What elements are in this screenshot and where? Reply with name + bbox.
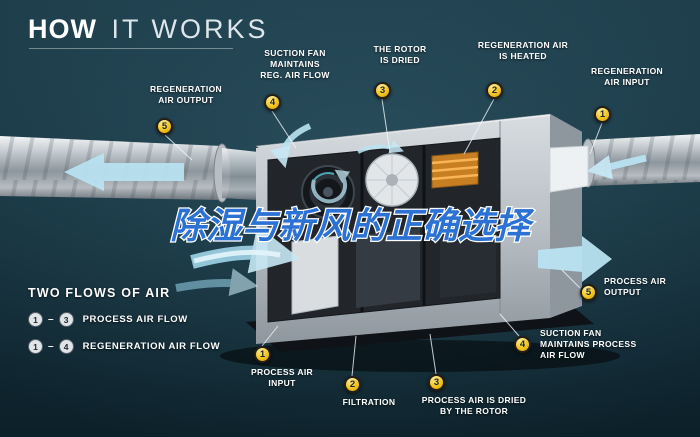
callout-process-air-input: 1 PROCESS AIR INPUT [242, 346, 322, 389]
callout-label: THE ROTOR IS DRIED [373, 44, 427, 66]
step-badge-2: 2 [344, 376, 361, 393]
legend-badge-from: 1 [28, 312, 43, 327]
legend-badge-from: 1 [28, 339, 43, 354]
step-badge-1: 1 [594, 106, 611, 123]
callout-regeneration-air-output: REGENERATION AIR OUTPUT 5 [130, 84, 242, 135]
leader-lines [164, 98, 603, 377]
step-badge-3: 3 [428, 374, 445, 391]
callout-suction-fan-process: 4 SUCTION FAN MAINTAINS PROCESS AIR FLOW [506, 328, 646, 361]
callout-filtration: 2 FILTRATION [330, 376, 408, 408]
reg-flow-entry-arrow [270, 123, 312, 169]
leader-line [463, 98, 495, 155]
leader-line [351, 335, 357, 377]
callout-label: REGENERATION AIR INPUT [590, 66, 664, 88]
process-input-arrow-highlight [193, 249, 281, 264]
leader-line [561, 269, 581, 289]
leader-line [381, 98, 391, 153]
callout-label: SUCTION FAN MAINTAINS REG. AIR FLOW [260, 48, 330, 81]
rotor-flow-arrow [357, 140, 404, 154]
process-output-arrow [538, 236, 612, 282]
callout-process-air-dried: 3 PROCESS AIR IS DRIED BY THE ROTOR [404, 374, 544, 417]
callout-label: FILTRATION [342, 397, 396, 407]
page-title: HOW IT WORKS [28, 14, 269, 45]
callout-regeneration-air-input: REGENERATION AIR INPUT 1 [582, 66, 672, 123]
callout-process-air-output: 5 PROCESS AIR OUTPUT [574, 276, 694, 301]
legend-range-dash: – [48, 341, 54, 352]
air-inlet-connector [549, 145, 589, 193]
step-badge-1: 1 [254, 346, 271, 363]
legend-row-process: 1 – 3 PROCESS AIR FLOW [28, 312, 220, 327]
step-badge-3: 3 [374, 82, 391, 99]
process-input-arrow-secondary [175, 268, 259, 296]
legend-range-dash: – [48, 314, 54, 325]
legend-row-regeneration: 1 – 4 REGENERATION AIR FLOW [28, 339, 220, 354]
desiccant-rotor [365, 153, 419, 207]
step-badge-4: 4 [514, 336, 531, 353]
regeneration-output-arrow [64, 153, 184, 191]
dehumidifier-unit [246, 113, 594, 352]
leader-line [261, 325, 279, 347]
step-badge-2: 2 [486, 82, 503, 99]
interior-duct [440, 224, 496, 298]
fan-swirl-arrow [311, 169, 351, 204]
legend-label: PROCESS AIR FLOW [82, 314, 188, 325]
callout-label: REGENERATION AIR IS HEATED [477, 40, 569, 62]
leader-line [589, 122, 603, 155]
title-word-it-works: IT WORKS [111, 14, 269, 44]
callout-label: PROCESS AIR OUTPUT [604, 276, 667, 298]
legend-label: REGENERATION AIR FLOW [82, 341, 221, 352]
callout-regeneration-air-heated: REGENERATION AIR IS HEATED 2 [474, 40, 572, 99]
callout-label: PROCESS AIR INPUT [250, 367, 314, 389]
leader-line [429, 333, 437, 375]
title-word-how: HOW [28, 14, 97, 44]
callout-label: REGENERATION AIR OUTPUT [149, 84, 223, 106]
step-badge-5: 5 [580, 284, 597, 301]
callout-label: PROCESS AIR IS DRIED BY THE ROTOR [421, 395, 527, 417]
step-badge-5: 5 [156, 118, 173, 135]
leader-line [271, 110, 297, 149]
legend: TWO FLOWS OF AIR 1 – 3 PROCESS AIR FLOW … [28, 286, 220, 354]
callout-label: SUCTION FAN MAINTAINS PROCESS AIR FLOW [540, 328, 637, 361]
leader-line [164, 134, 193, 161]
regeneration-heater [431, 151, 479, 189]
leader-line [499, 313, 520, 337]
regeneration-input-arrow [586, 154, 647, 180]
interior-compartment [356, 228, 420, 308]
suction-fan [301, 165, 355, 219]
legend-badge-to: 4 [58, 339, 74, 354]
title-underline [29, 48, 233, 49]
legend-heading: TWO FLOWS OF AIR [28, 286, 171, 300]
airflow-arrows [64, 123, 647, 296]
callout-suction-fan-reg: SUCTION FAN MAINTAINS REG. AIR FLOW 4 [250, 48, 340, 111]
filter-panel [291, 235, 339, 315]
callout-rotor-dried: THE ROTOR IS DRIED 3 [360, 44, 440, 99]
step-badge-4: 4 [264, 94, 281, 111]
legend-badge-to: 3 [58, 312, 74, 327]
